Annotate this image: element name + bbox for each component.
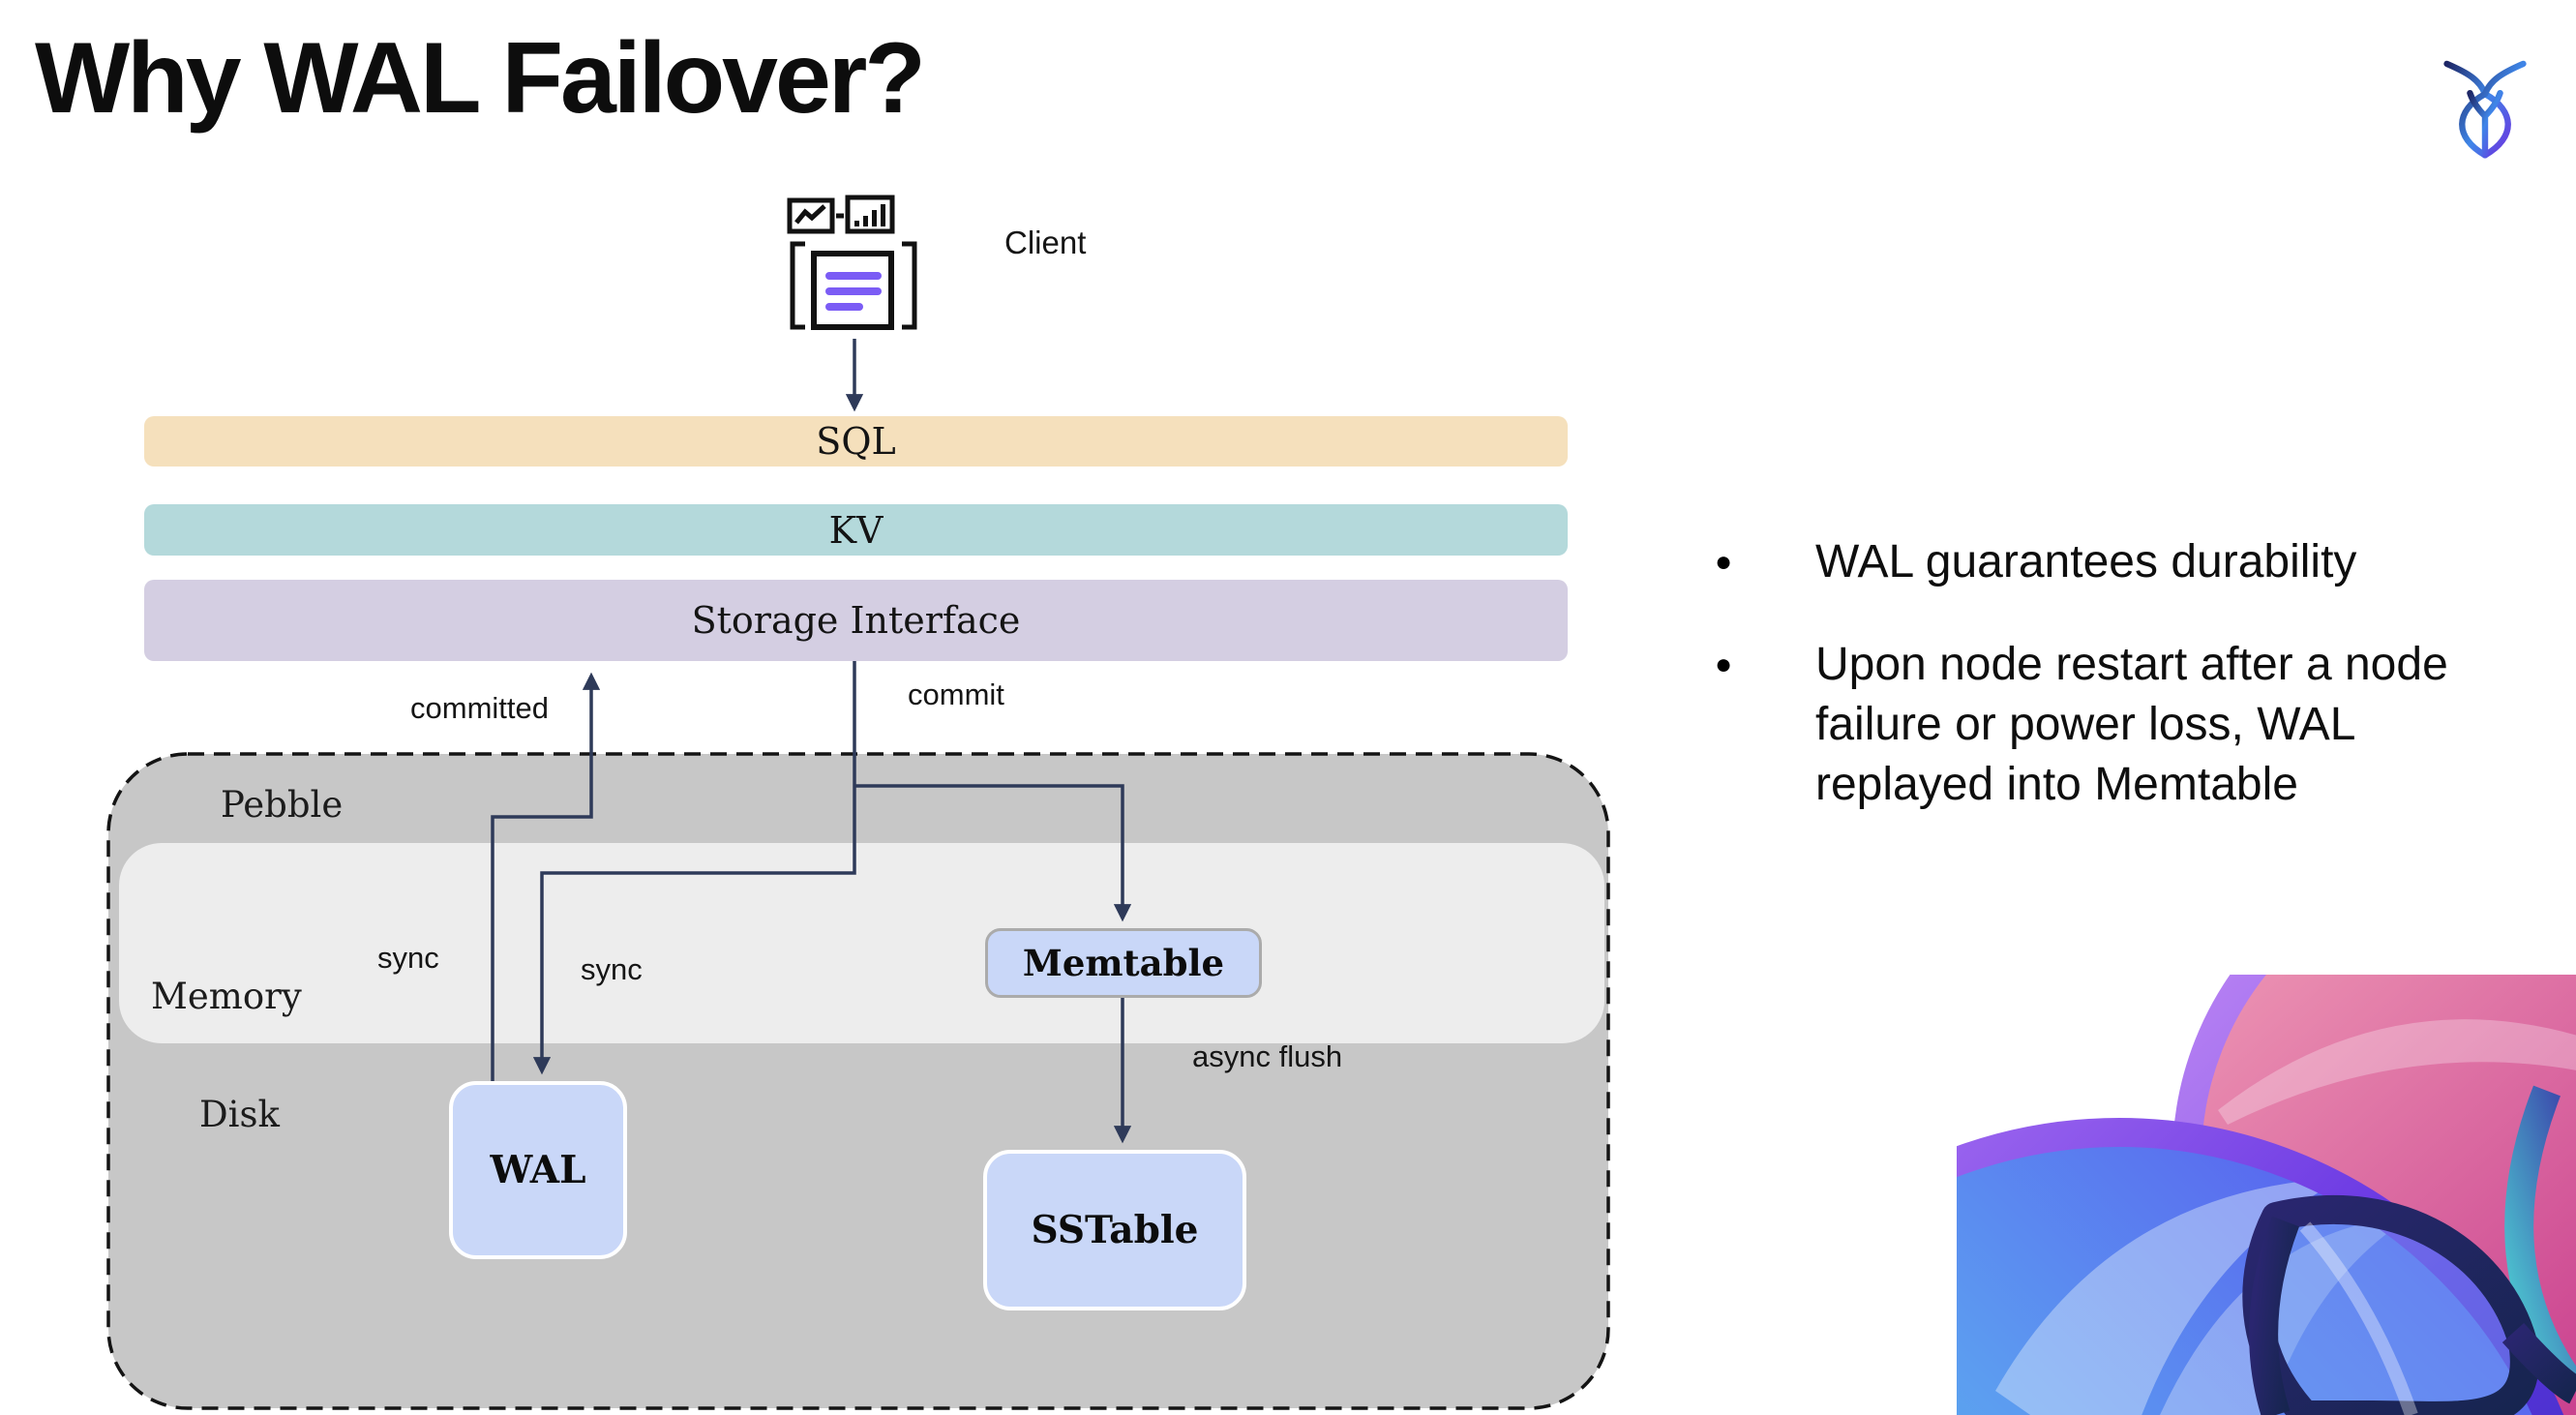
edge-label-sync-left: sync	[377, 941, 439, 975]
bullet-text: WAL guarantees durability	[1815, 536, 2357, 587]
client-label: Client	[1004, 225, 1087, 260]
layer-label-sql: SQL	[816, 420, 896, 463]
bullet-list: ● WAL guarantees durability ● Upon node …	[1715, 532, 2547, 815]
sstable-node: SSTable	[983, 1150, 1246, 1310]
cockroachdb-logo-icon	[2443, 60, 2527, 159]
memory-label: Memory	[151, 976, 302, 1017]
disk-label: Disk	[199, 1094, 280, 1135]
layer-bar-kv: KV	[144, 504, 1568, 556]
wal-label: WAL	[490, 1148, 586, 1192]
sstable-label: SSTable	[1031, 1208, 1199, 1252]
cockroachdb-mark-large-decoration	[1957, 975, 2576, 1415]
pebble-region	[106, 752, 1610, 1410]
layer-bar-storage-interface: Storage Interface	[144, 580, 1568, 661]
wal-node: WAL	[449, 1081, 627, 1259]
bullet-dot-icon: ●	[1715, 648, 1733, 680]
memtable-node: Memtable	[985, 928, 1262, 998]
memtable-label: Memtable	[1022, 942, 1225, 984]
client-dashboard-icon	[787, 195, 917, 330]
list-item: ● Upon node restart after a node failure…	[1715, 635, 2547, 815]
pebble-label: Pebble	[221, 784, 344, 826]
layer-label-kv: KV	[828, 508, 884, 552]
memory-strip	[119, 843, 1604, 1043]
layer-label-storage-interface: Storage Interface	[691, 599, 1021, 642]
edge-label-committed: committed	[410, 691, 549, 725]
layer-bar-sql: SQL	[144, 416, 1568, 467]
page-title: Why WAL Failover?	[35, 22, 926, 135]
edge-label-sync-right: sync	[581, 952, 643, 986]
bullet-text: Upon node restart after a node failure o…	[1815, 639, 2448, 810]
edge-label-async-flush: async flush	[1192, 1039, 1343, 1073]
edge-label-commit: commit	[908, 677, 1004, 711]
bullet-dot-icon: ●	[1715, 546, 1733, 578]
list-item: ● WAL guarantees durability	[1715, 532, 2547, 592]
